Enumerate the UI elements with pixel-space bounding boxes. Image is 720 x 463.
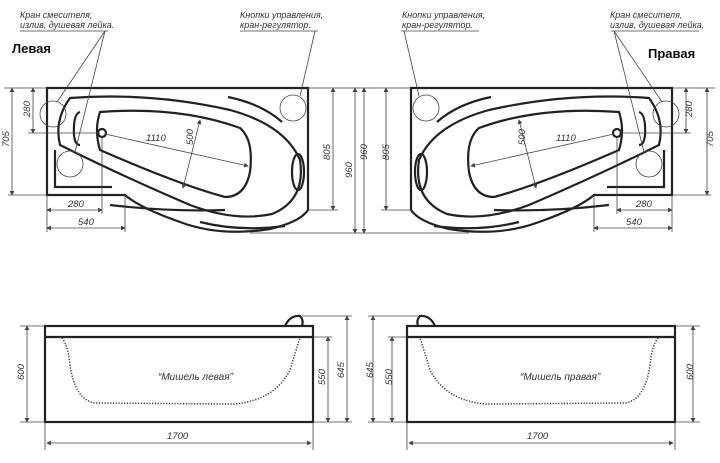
dim-540-right: 540	[626, 217, 643, 228]
right-plan-view	[359, 31, 715, 233]
callout-controls-left-1: Кнопки управления,	[240, 10, 323, 20]
title-left: Левая	[12, 41, 51, 56]
model-name-right: “Мишель правая”	[520, 372, 601, 383]
callout-controls-right-1: Кнопки управления,	[402, 10, 485, 20]
dim-540-left: 540	[78, 217, 95, 228]
title-right: Правая	[648, 46, 695, 61]
callout-mixer-left-1: Кран смесителя,	[20, 10, 92, 20]
dim-645-right: 645	[365, 361, 376, 378]
dim-960-right: 960	[359, 143, 370, 160]
callout-controls-right-2: кран-регулятор.	[402, 20, 473, 30]
dim-500-left: 500	[185, 128, 196, 145]
dim-1700-left: 1700	[167, 431, 189, 442]
dim-280-horizontal-left: 280	[67, 199, 85, 210]
dim-705-right: 705	[705, 130, 716, 147]
model-name-left: “Мишель левая”	[158, 372, 234, 383]
callout-mixer-left-2: излив, душевая лейка.	[20, 20, 114, 30]
dim-280-vertical-left: 280	[22, 100, 33, 118]
callout-controls-left-2: кран-регулятор.	[240, 20, 311, 30]
dim-600-right: 600	[685, 363, 696, 380]
dim-645-left: 645	[336, 361, 347, 378]
dim-550-left: 550	[317, 368, 328, 385]
dim-600-left: 600	[16, 363, 27, 380]
dim-280-vertical-right: 280	[684, 100, 695, 118]
dim-960-left: 960	[344, 161, 355, 178]
dim-1700-right: 1700	[527, 431, 549, 442]
dim-1110-left: 1110	[146, 133, 166, 144]
callout-mixer-right-1: Кран смесителя,	[610, 10, 682, 20]
dim-550-right: 550	[384, 368, 395, 385]
left-plan-view	[4, 31, 360, 233]
callout-mixer-right-2: излив, душевая лейка.	[610, 20, 704, 30]
dim-1110-right: 1110	[556, 133, 576, 144]
dim-500-right: 500	[517, 128, 528, 145]
dim-805-right: 805	[381, 143, 392, 160]
dim-705-left: 705	[1, 130, 12, 147]
dim-280-horizontal-right: 280	[635, 199, 653, 210]
dim-805-left: 805	[322, 143, 333, 160]
